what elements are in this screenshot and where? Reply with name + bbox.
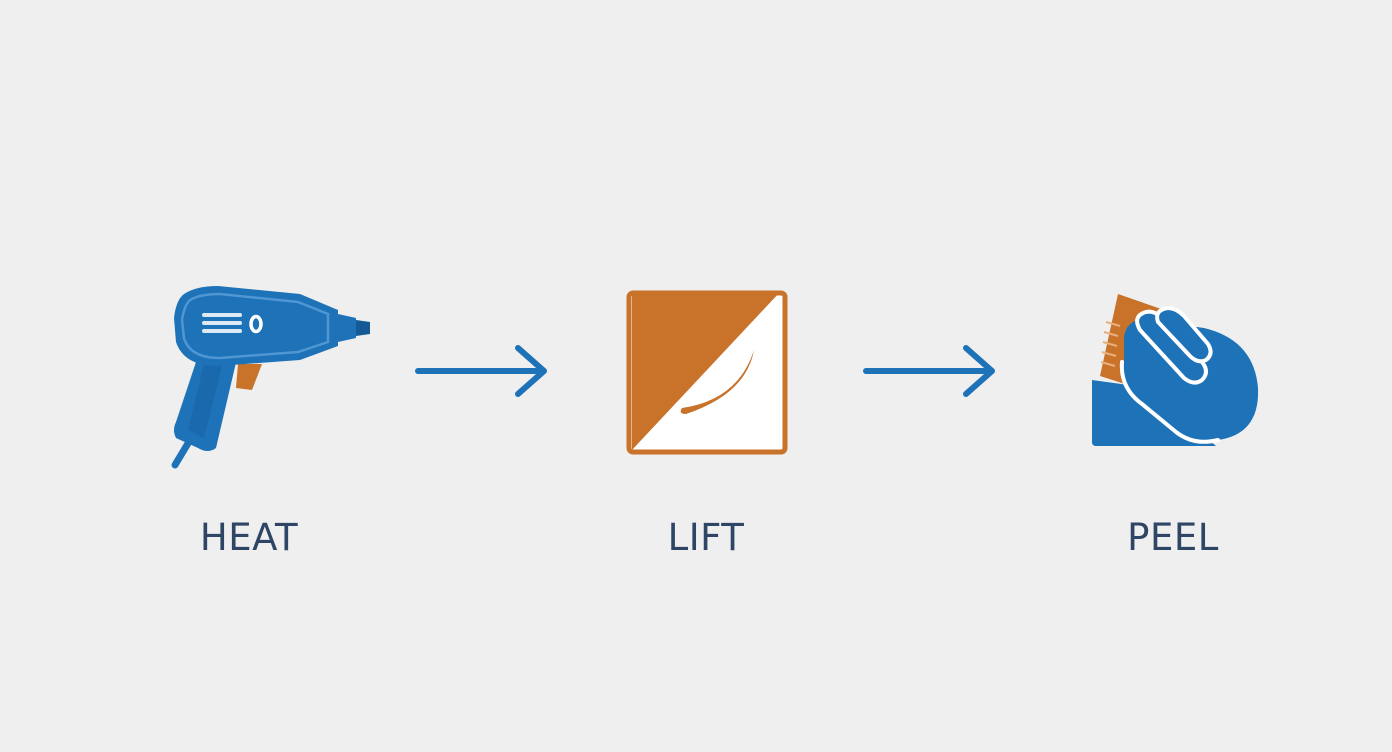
peeling-hand-icon xyxy=(1092,294,1259,446)
arrow-right-icon xyxy=(863,345,995,397)
step-label-peel: PEEL xyxy=(1127,516,1219,559)
step-label-lift: LIFT xyxy=(667,516,745,559)
heat-gun-icon xyxy=(171,286,370,469)
arrow-right-icon xyxy=(415,345,547,397)
lifted-corner-square-icon xyxy=(626,290,788,455)
step-label-heat: HEAT xyxy=(199,516,299,559)
